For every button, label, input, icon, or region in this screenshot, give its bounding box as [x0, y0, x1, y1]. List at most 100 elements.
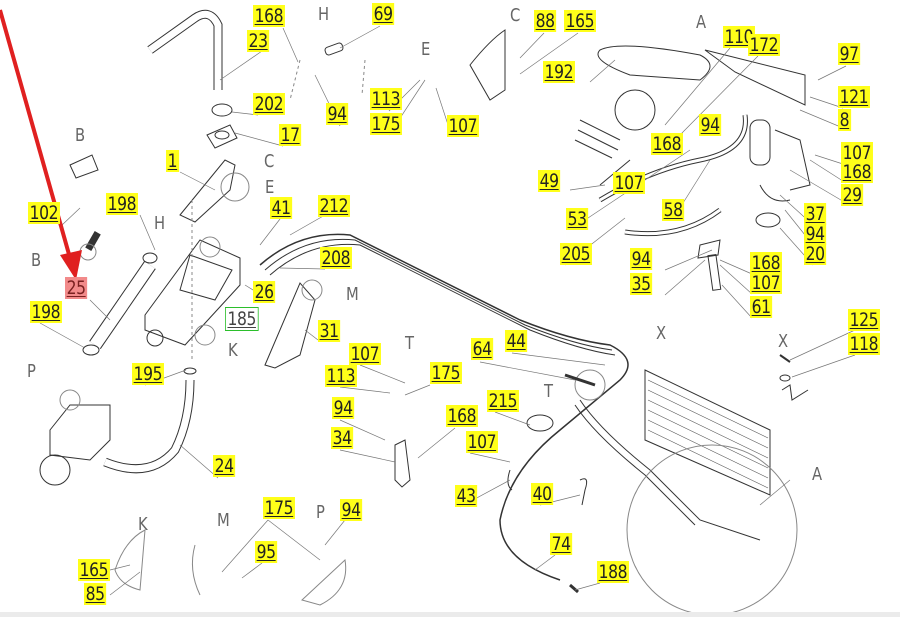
part-label-61[interactable]: 61: [750, 296, 773, 318]
part-label-208[interactable]: 208: [320, 247, 352, 269]
detail-callout-c: C: [264, 151, 275, 172]
part-label-102[interactable]: 102: [28, 202, 60, 224]
part-label-107[interactable]: 107: [750, 272, 782, 294]
part-label-192[interactable]: 192: [543, 61, 575, 83]
receiver-drier: [749, 119, 771, 166]
part-label-20[interactable]: 20: [804, 243, 827, 265]
part-label-175[interactable]: 175: [370, 113, 402, 135]
part-label-85[interactable]: 85: [84, 583, 107, 605]
part-label-88[interactable]: 88: [534, 10, 557, 32]
part-label-165[interactable]: 165: [564, 10, 596, 32]
heater-unit: [144, 239, 241, 346]
part-label-205[interactable]: 205: [560, 243, 592, 265]
part-label-94[interactable]: 94: [804, 223, 827, 245]
part-label-94[interactable]: 94: [699, 114, 722, 136]
part-label-24[interactable]: 24: [213, 455, 236, 477]
bracket-1: [179, 159, 236, 223]
part-label-41[interactable]: 41: [270, 197, 293, 219]
part-label-168[interactable]: 168: [841, 161, 873, 183]
part-label-58[interactable]: 58: [662, 199, 685, 221]
part-label-94[interactable]: 94: [326, 103, 349, 125]
part-label-53[interactable]: 53: [566, 208, 589, 230]
part-label-44[interactable]: 44: [505, 330, 528, 352]
part-label-168[interactable]: 168: [253, 5, 285, 27]
seal-20: [755, 212, 781, 228]
part-label-29[interactable]: 29: [841, 184, 864, 206]
detail-callout-k: K: [138, 514, 148, 535]
part-label-168[interactable]: 168: [750, 252, 782, 274]
part-label-26[interactable]: 26: [253, 281, 276, 303]
part-label-94[interactable]: 94: [630, 248, 653, 270]
detail-callout-m: M: [217, 510, 230, 531]
part-label-185-hover[interactable]: 185: [225, 307, 259, 331]
detail-callout-k: K: [228, 340, 238, 361]
part-label-107[interactable]: 107: [613, 172, 645, 194]
part-label-118[interactable]: 118: [848, 333, 880, 355]
part-label-188[interactable]: 188: [597, 561, 629, 583]
part-label-195[interactable]: 195: [132, 363, 164, 385]
part-69: [324, 42, 344, 56]
detail-callout-b: B: [31, 250, 42, 271]
part-label-95[interactable]: 95: [255, 541, 278, 563]
part-label-94[interactable]: 94: [332, 397, 355, 419]
detail-callout-x: X: [778, 331, 789, 352]
part-label-17[interactable]: 17: [279, 124, 302, 146]
part-label-110[interactable]: 110: [723, 26, 755, 48]
bottom-scroll-area: [0, 612, 900, 617]
part-label-107[interactable]: 107: [349, 343, 381, 365]
part-label-69[interactable]: 69: [372, 3, 395, 25]
part-label-215[interactable]: 215: [487, 390, 519, 412]
part-label-172[interactable]: 172: [748, 34, 780, 56]
part-label-202[interactable]: 202: [253, 93, 285, 115]
part-label-94[interactable]: 94: [340, 499, 363, 521]
part-label-31[interactable]: 31: [318, 320, 341, 342]
part-label-97[interactable]: 97: [838, 43, 861, 65]
bracket-34: [394, 439, 411, 488]
part-label-43[interactable]: 43: [455, 485, 478, 507]
part-label-35[interactable]: 35: [630, 273, 653, 295]
part-label-113[interactable]: 113: [325, 365, 357, 387]
part-label-121[interactable]: 121: [838, 86, 870, 108]
part-label-8[interactable]: 8: [838, 109, 851, 131]
part-label-168[interactable]: 168: [651, 133, 683, 155]
part-label-125[interactable]: 125: [848, 309, 880, 331]
part-label-23[interactable]: 23: [247, 30, 270, 52]
part-label-175[interactable]: 175: [430, 362, 462, 384]
detail-callout-a: A: [696, 12, 707, 33]
part-label-25-selected[interactable]: 25: [65, 277, 88, 299]
red-arrow-indicator: [0, 9, 82, 280]
detail-callout-e: E: [421, 39, 431, 60]
part-label-198[interactable]: 198: [30, 301, 62, 323]
condenser-top: [704, 49, 806, 106]
part-label-212[interactable]: 212: [318, 195, 350, 217]
part-label-34[interactable]: 34: [331, 427, 354, 449]
detail-callout-e: E: [265, 177, 275, 198]
part-label-175[interactable]: 175: [263, 497, 295, 519]
pipe-bundle: [259, 233, 629, 581]
belt-192: [597, 45, 711, 81]
part-label-40[interactable]: 40: [531, 483, 554, 505]
part-label-1[interactable]: 1: [166, 150, 179, 172]
part-label-198[interactable]: 198: [106, 193, 138, 215]
part-label-49[interactable]: 49: [538, 170, 561, 192]
clamp-202: [211, 103, 233, 117]
part-label-64[interactable]: 64: [471, 338, 494, 360]
condenser: [644, 369, 771, 496]
detail-callout-m: M: [346, 284, 359, 305]
part-label-107[interactable]: 107: [841, 142, 873, 164]
detail-callout-b: B: [75, 125, 86, 146]
detail-callout-t: T: [544, 381, 554, 402]
blower-unit: [49, 404, 111, 461]
part-label-107[interactable]: 107: [447, 115, 479, 137]
part-label-74[interactable]: 74: [550, 533, 573, 555]
bracket-b: [69, 154, 99, 179]
part-label-37[interactable]: 37: [804, 203, 827, 225]
part-label-165[interactable]: 165: [78, 559, 110, 581]
bracket-c: [469, 29, 506, 101]
part-label-113[interactable]: 113: [370, 88, 402, 110]
clip-215: [526, 414, 554, 432]
part-label-107[interactable]: 107: [466, 431, 498, 453]
part-label-168[interactable]: 168: [446, 405, 478, 427]
